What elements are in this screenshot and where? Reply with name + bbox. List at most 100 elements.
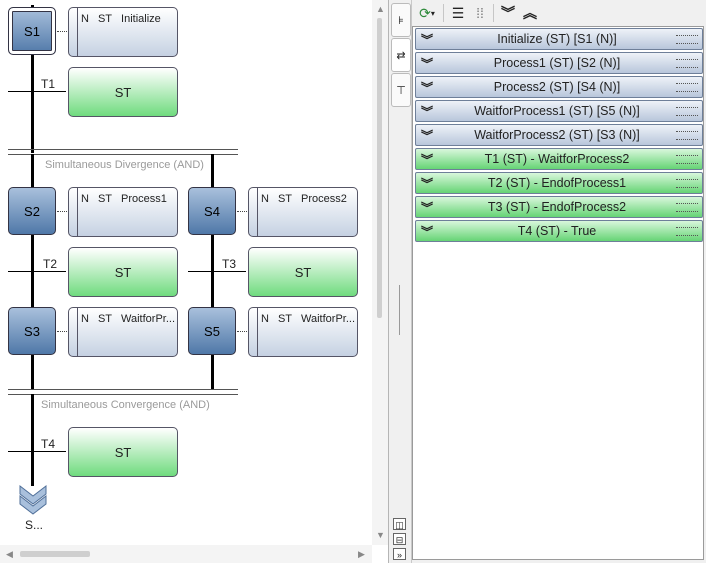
chevron-down-icon[interactable]: ︾ — [420, 176, 433, 191]
chevron-down-icon[interactable]: ︾ — [420, 32, 433, 47]
tab-sfc-tree[interactable]: ⊧ — [391, 3, 411, 37]
action-name: WaitforPr... — [121, 313, 176, 325]
chevron-down-icon[interactable]: ︾ — [420, 104, 433, 119]
scrollbar-thumb[interactable] — [20, 551, 90, 557]
step-s5[interactable]: S5 — [188, 307, 236, 355]
horizontal-scrollbar[interactable]: ◀ ▶ — [0, 545, 372, 563]
filter-icon: ⊤ — [396, 84, 406, 97]
action-link — [57, 31, 67, 32]
chevron-down-icon[interactable]: ︾ — [420, 56, 433, 71]
step-s3[interactable]: S3 — [8, 307, 56, 355]
action-qualifier: N — [81, 193, 89, 205]
scrollbar-thumb[interactable] — [377, 18, 382, 318]
convergence-label: Simultaneous Convergence (AND) — [41, 399, 210, 411]
action-qualifier: N — [81, 13, 89, 25]
drag-handle-icon[interactable] — [676, 154, 698, 164]
transition-block-t4[interactable]: ST — [68, 427, 178, 477]
tab-filter[interactable]: ⊤ — [391, 73, 411, 107]
transition-label-t2: T2 — [42, 257, 59, 271]
tab-swap[interactable]: ⇄ — [391, 38, 411, 72]
action-name: Initialize — [121, 13, 161, 25]
scroll-left-icon[interactable]: ◀ — [6, 549, 13, 559]
collapse-all-icon[interactable]: ︾ — [501, 5, 515, 21]
list-item[interactable]: ︾T2 (ST) - EndofProcess1 — [415, 172, 703, 194]
grid-lines-icon[interactable]: ☰ — [451, 4, 465, 21]
action-language: ST — [97, 13, 113, 25]
drag-handle-icon[interactable] — [676, 202, 698, 212]
action-qualifier: N — [81, 313, 89, 325]
transition-label-t3: T3 — [221, 257, 238, 271]
drag-handle-icon[interactable] — [676, 106, 698, 116]
jump-arrow-icon[interactable] — [18, 484, 48, 518]
tree-icon: ⊧ — [398, 14, 404, 27]
transition-bar — [8, 91, 66, 92]
action-language: ST — [97, 193, 113, 205]
splitter-grip[interactable] — [399, 285, 400, 335]
action-name: WaitforPr... — [301, 313, 356, 325]
divergence-bar-top — [8, 149, 238, 150]
layout-horizontal-icon[interactable]: ⊟ — [393, 533, 406, 545]
scroll-down-icon[interactable]: ▼ — [376, 530, 385, 540]
list-item[interactable]: ︾Process1 (ST) [S2 (N)] — [415, 52, 703, 74]
transition-label-t4: T4 — [40, 437, 57, 451]
action-name: Process2 — [301, 193, 347, 205]
panel-toolbar: ⟳▾ ☰ ⁞⁞ ︾ ︽ — [412, 0, 706, 26]
list-item[interactable]: ︾WaitforProcess1 (ST) [S5 (N)] — [415, 100, 703, 122]
scroll-right-icon[interactable]: ▶ — [358, 549, 365, 559]
dotted-grid-icon[interactable]: ⁞⁞ — [476, 5, 484, 21]
jump-target-label: S... — [25, 518, 44, 532]
convergence-bar-bottom — [8, 394, 238, 395]
transition-bar — [8, 451, 66, 452]
step-s2[interactable]: S2 — [8, 187, 56, 235]
transition-block-t2[interactable]: ST — [68, 247, 178, 297]
action-language: ST — [277, 193, 293, 205]
list-item[interactable]: ︾T4 (ST) - True — [415, 220, 703, 242]
drag-handle-icon[interactable] — [676, 82, 698, 92]
drag-handle-icon[interactable] — [676, 34, 698, 44]
action-language: ST — [277, 313, 293, 325]
action-block-initialize[interactable]: N ST Initialize — [68, 7, 178, 57]
sfc-canvas[interactable]: S1 N ST Initialize T1 ST Simultaneous Dive… — [0, 0, 389, 563]
transition-block-t1[interactable]: ST — [68, 67, 178, 117]
transition-label-t1: T1 — [40, 77, 57, 91]
action-name: Process1 — [121, 193, 167, 205]
action-block-waitforprocess2[interactable]: N ST WaitforPr... — [68, 307, 178, 357]
refresh-dropdown-icon[interactable]: ⟳▾ — [419, 4, 435, 21]
drag-handle-icon[interactable] — [676, 130, 698, 140]
step-s4[interactable]: S4 — [188, 187, 236, 235]
chevron-down-icon[interactable]: ︾ — [420, 128, 433, 143]
action-link — [57, 211, 67, 212]
list-item[interactable]: ︾T1 (ST) - WaitforProcess2 — [415, 148, 703, 170]
step-s1[interactable]: S1 — [8, 7, 56, 55]
side-tool-strip: ⊧ ⇄ ⊤ ◫ ⊟ » — [389, 0, 412, 563]
scroll-up-icon[interactable]: ▲ — [376, 4, 385, 14]
list-item[interactable]: ︾WaitforProcess2 (ST) [S3 (N)] — [415, 124, 703, 146]
list-item[interactable]: ︾Initialize (ST) [S1 (N)] — [415, 28, 703, 50]
transition-bar — [8, 271, 66, 272]
transition-bar — [188, 271, 246, 272]
action-block-process1[interactable]: N ST Process1 — [68, 187, 178, 237]
expand-all-icon[interactable]: ︽ — [523, 5, 537, 21]
list-item[interactable]: ︾Process2 (ST) [S4 (N)] — [415, 76, 703, 98]
drag-handle-icon[interactable] — [676, 226, 698, 236]
link-line — [31, 394, 34, 486]
chevron-down-icon[interactable]: ︾ — [420, 224, 433, 239]
chevron-down-icon[interactable]: ︾ — [420, 152, 433, 167]
drag-handle-icon[interactable] — [676, 178, 698, 188]
drag-handle-icon[interactable] — [676, 58, 698, 68]
transition-block-t3[interactable]: ST — [248, 247, 358, 297]
layout-split-icon[interactable]: ◫ — [393, 518, 406, 530]
divergence-label: Simultaneous Divergence (AND) — [45, 159, 204, 171]
chevron-down-icon[interactable]: ︾ — [420, 80, 433, 95]
swap-icon: ⇄ — [396, 49, 406, 62]
expand-panel-icon[interactable]: » — [393, 548, 406, 560]
list-item[interactable]: ︾T3 (ST) - EndofProcess2 — [415, 196, 703, 218]
chevron-down-icon[interactable]: ︾ — [420, 200, 433, 215]
action-language: ST — [97, 313, 113, 325]
vertical-scrollbar[interactable]: ▲ ▼ — [372, 0, 388, 545]
pou-list[interactable]: ︾Initialize (ST) [S1 (N)] ︾Process1 (ST)… — [412, 26, 704, 560]
convergence-bar-top — [8, 389, 238, 390]
action-link — [57, 331, 67, 332]
